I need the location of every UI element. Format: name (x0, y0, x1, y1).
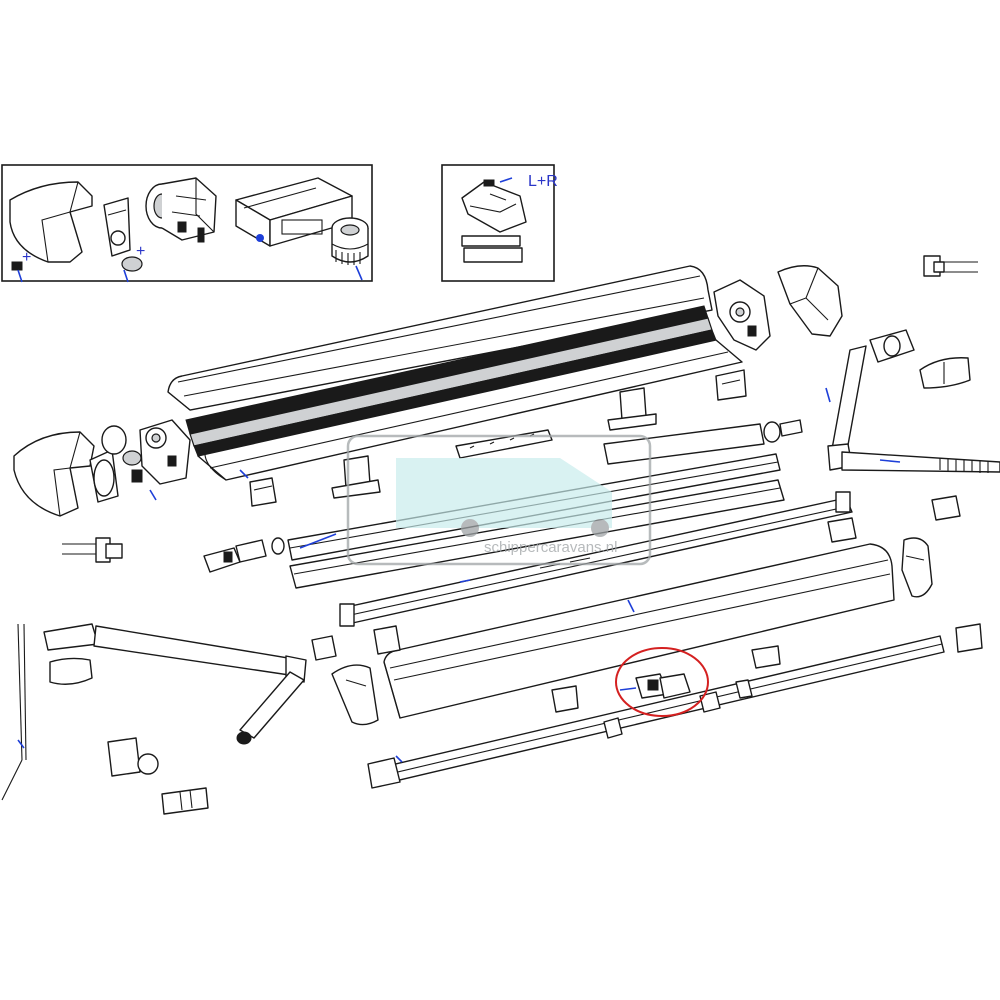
highlighted-slider-part (619, 673, 691, 699)
plus-mark-1: + (22, 249, 31, 266)
rail-clip-1 (715, 369, 747, 401)
motor-housing (235, 177, 353, 247)
top-cassette-housing (167, 265, 713, 411)
right-end-cap (777, 265, 843, 337)
housing-rail-channel (185, 305, 717, 457)
bottom-lead-rail (367, 623, 983, 789)
rail-clip-4 (239, 469, 277, 507)
arm-joint-clip (919, 357, 971, 389)
left-gear-assembly (89, 419, 191, 503)
inset-label-l-r: L+R (528, 173, 558, 190)
end-cap-left-right (461, 179, 527, 233)
inset-box-left: + + (1, 164, 373, 283)
side-clip-left (62, 537, 123, 563)
front-cover-panel (383, 543, 895, 719)
lead-rail-end-left (203, 537, 285, 573)
rail-clip-3 (331, 455, 381, 499)
right-gear-assembly (713, 279, 771, 351)
drive-knob (331, 217, 369, 281)
cover-clip-small (311, 495, 961, 713)
front-end-cap-left (331, 664, 379, 726)
watermark-text: schippercaravans.nl (484, 539, 617, 556)
lower-housing-panel (197, 339, 743, 481)
highlight-circle (615, 647, 709, 717)
mounting-bracket: + (103, 197, 145, 283)
plus-mark-2: + (136, 243, 145, 260)
crank-gear-unit (145, 177, 217, 243)
wall-bracket-left (107, 737, 209, 815)
left-arm (43, 623, 307, 745)
end-cap-cover: + (9, 181, 93, 283)
inset-box-right: L+R (441, 164, 558, 282)
crank-rod (1, 623, 27, 801)
front-end-cap-right (901, 537, 933, 598)
rail-clip-2 (607, 387, 657, 431)
roller-tube (339, 491, 853, 627)
watermark: schippercaravans.nl (346, 434, 652, 566)
seal-strip (461, 235, 523, 263)
side-clip-top (923, 255, 978, 277)
right-arm-upper (825, 329, 1000, 473)
left-end-cap (13, 431, 95, 517)
